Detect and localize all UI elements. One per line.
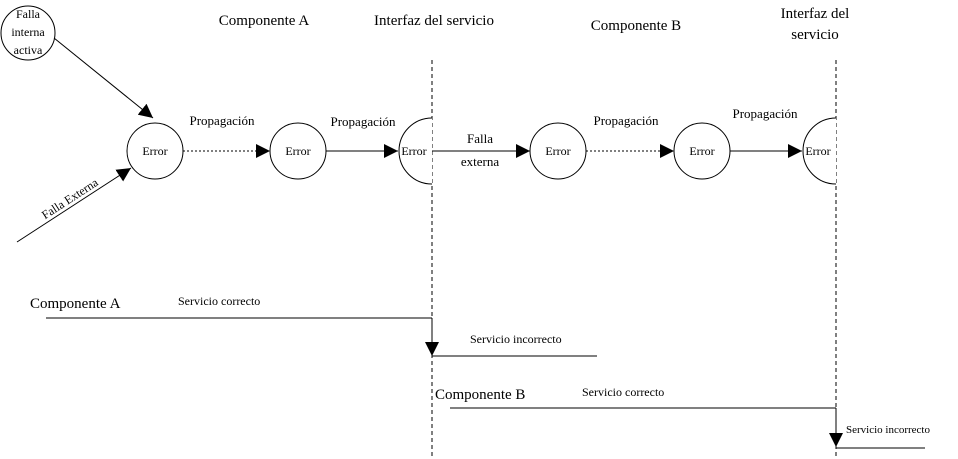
header-interface-1: Interfaz del servicio: [374, 13, 494, 29]
internal-fault-arrow: [53, 37, 154, 119]
error-label-2: Error: [285, 144, 310, 158]
internal-fault-label-2: interna: [11, 25, 45, 39]
header-interface-2-line1: Interfaz del: [781, 6, 850, 22]
header-component-b: Componente B: [591, 18, 681, 34]
error-label-4: Error: [545, 144, 570, 158]
propagation-label-1: Propagación: [190, 113, 255, 128]
timeline-component-b-label: Componente B: [435, 387, 525, 403]
propagation-label-4: Propagación: [733, 106, 798, 121]
timeline-service-incorrect-b: Servicio incorrecto: [846, 424, 930, 436]
error-label-6: Error: [805, 144, 830, 158]
internal-fault-label-3: activa: [14, 43, 43, 57]
internal-fault-circle: [0, 5, 56, 61]
internal-fault-label-1: Falla: [16, 7, 41, 21]
propagation-label-3: Propagación: [594, 113, 659, 128]
external-fault-label: Falla Externa: [39, 175, 101, 222]
error-label-1: Error: [142, 144, 167, 158]
external-fault-mid-label-1: Falla: [467, 131, 493, 146]
error-half-circle-6: [802, 117, 837, 185]
error-label-3: Error: [401, 144, 426, 158]
error-half-circle-3: [398, 117, 433, 185]
timeline-service-incorrect-a: Servicio incorrecto: [470, 332, 562, 346]
propagation-label-2: Propagación: [331, 114, 396, 129]
header-interface-2-line2: servicio: [791, 27, 838, 43]
timeline-component-a-label: Componente A: [30, 296, 121, 312]
timeline-service-correct-b: Servicio correcto: [582, 385, 664, 399]
external-fault-mid-label-2: externa: [461, 154, 499, 169]
header-component-a: Componente A: [219, 13, 310, 29]
error-label-5: Error: [689, 144, 714, 158]
timeline-service-correct-a: Servicio correcto: [178, 294, 260, 308]
external-fault-arrow: [16, 167, 132, 243]
